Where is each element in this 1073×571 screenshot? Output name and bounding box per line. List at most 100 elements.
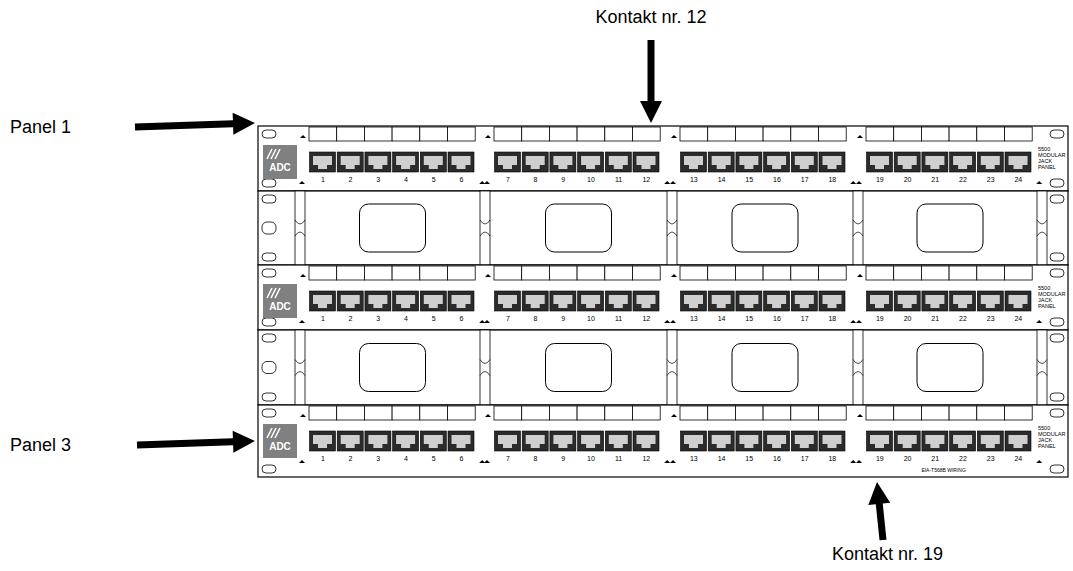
label-window bbox=[549, 127, 577, 141]
group-mark bbox=[1036, 460, 1042, 463]
label-window bbox=[921, 406, 949, 420]
label-window bbox=[894, 406, 922, 420]
rj45-opening bbox=[313, 435, 332, 448]
rj45-opening bbox=[424, 435, 443, 448]
label-window bbox=[364, 406, 392, 420]
rj45-jack bbox=[420, 431, 446, 451]
rj45-jack bbox=[681, 152, 707, 172]
port-number: 22 bbox=[959, 455, 967, 463]
rj45-jack bbox=[337, 291, 363, 311]
cable-finger-notch bbox=[853, 220, 863, 236]
port-number: 12 bbox=[642, 455, 650, 463]
label-window bbox=[680, 266, 708, 280]
rj45-jack bbox=[1005, 291, 1031, 311]
label-window bbox=[309, 406, 337, 420]
rj45-opening bbox=[609, 156, 628, 169]
port-number: 4 bbox=[404, 315, 408, 323]
callout-arrow bbox=[640, 40, 662, 123]
rj45-opening bbox=[424, 156, 443, 169]
rj45-jack bbox=[337, 431, 363, 451]
label-window bbox=[494, 266, 522, 280]
group-mark bbox=[671, 135, 677, 138]
port-number: 7 bbox=[506, 176, 510, 184]
callout-arrow bbox=[868, 482, 890, 540]
rj45-jack bbox=[393, 152, 419, 172]
rj45-opening bbox=[898, 156, 917, 169]
mounting-hole bbox=[1050, 179, 1064, 187]
port-number: 20 bbox=[904, 176, 912, 184]
port-number: 3 bbox=[376, 176, 380, 184]
label-window bbox=[1005, 266, 1033, 280]
port-number: 16 bbox=[773, 176, 781, 184]
port-number: 9 bbox=[561, 176, 565, 184]
rj45-jack bbox=[894, 291, 920, 311]
port-number: 1 bbox=[321, 176, 325, 184]
group-mark bbox=[670, 460, 676, 463]
rj45-opening bbox=[581, 435, 600, 448]
brand-name: ADC bbox=[263, 441, 297, 452]
port-number: 22 bbox=[959, 176, 967, 184]
rj45-jack bbox=[950, 431, 976, 451]
port-number: 8 bbox=[534, 176, 538, 184]
port-number: 7 bbox=[506, 315, 510, 323]
rj45-opening bbox=[684, 295, 703, 308]
port-number: 23 bbox=[987, 455, 995, 463]
group-mark bbox=[300, 274, 306, 277]
label-window bbox=[577, 406, 605, 420]
label-window bbox=[708, 266, 736, 280]
label-window bbox=[309, 127, 337, 141]
label-window bbox=[605, 406, 633, 420]
group-mark bbox=[299, 460, 305, 463]
brand-logo: ADC bbox=[263, 424, 297, 458]
rj45-jack bbox=[337, 152, 363, 172]
port-number: 16 bbox=[773, 455, 781, 463]
rj45-jack bbox=[393, 431, 419, 451]
cable-finger-notch bbox=[1037, 360, 1047, 376]
rj45-opening bbox=[925, 435, 944, 448]
mounting-hole bbox=[262, 362, 276, 374]
port-number: 2 bbox=[349, 176, 353, 184]
rj45-opening bbox=[684, 156, 703, 169]
port-number: 10 bbox=[587, 455, 595, 463]
rj45-opening bbox=[981, 156, 1000, 169]
port-number: 11 bbox=[615, 455, 622, 463]
label-window bbox=[819, 127, 847, 141]
port-number: 20 bbox=[904, 455, 912, 463]
group-mark bbox=[850, 460, 856, 463]
mounting-hole bbox=[1050, 318, 1064, 326]
rj45-jack bbox=[819, 152, 845, 172]
patch-panel-drawing bbox=[258, 265, 1068, 330]
rj45-opening bbox=[553, 435, 572, 448]
rj45-opening bbox=[925, 295, 944, 308]
rj45-jack bbox=[448, 431, 474, 451]
rj45-jack bbox=[922, 291, 948, 311]
group-mark bbox=[856, 460, 862, 463]
label-window bbox=[577, 127, 605, 141]
callout-label: Panel 1 bbox=[10, 116, 71, 138]
cable-finger-notch bbox=[853, 360, 863, 376]
rj45-opening bbox=[637, 295, 656, 308]
label-window bbox=[448, 127, 476, 141]
group-mark bbox=[850, 320, 856, 323]
mounting-hole bbox=[262, 409, 276, 417]
label-window bbox=[866, 266, 894, 280]
label-window bbox=[819, 266, 847, 280]
port-number: 6 bbox=[459, 176, 463, 184]
mounting-hole bbox=[262, 334, 276, 342]
port-number: 15 bbox=[745, 176, 753, 184]
group-mark bbox=[857, 414, 863, 417]
label-window bbox=[735, 127, 763, 141]
port-number: 23 bbox=[987, 315, 995, 323]
label-window bbox=[522, 406, 550, 420]
label-window bbox=[791, 127, 819, 141]
rj45-jack bbox=[578, 431, 604, 451]
rj45-jack bbox=[867, 291, 893, 311]
label-window bbox=[549, 406, 577, 420]
rack-unit-frame bbox=[258, 191, 1068, 265]
rj45-opening bbox=[767, 435, 786, 448]
rj45-jack bbox=[791, 152, 817, 172]
port-number: 17 bbox=[801, 315, 809, 323]
rj45-jack bbox=[894, 431, 920, 451]
rj45-jack bbox=[550, 291, 576, 311]
